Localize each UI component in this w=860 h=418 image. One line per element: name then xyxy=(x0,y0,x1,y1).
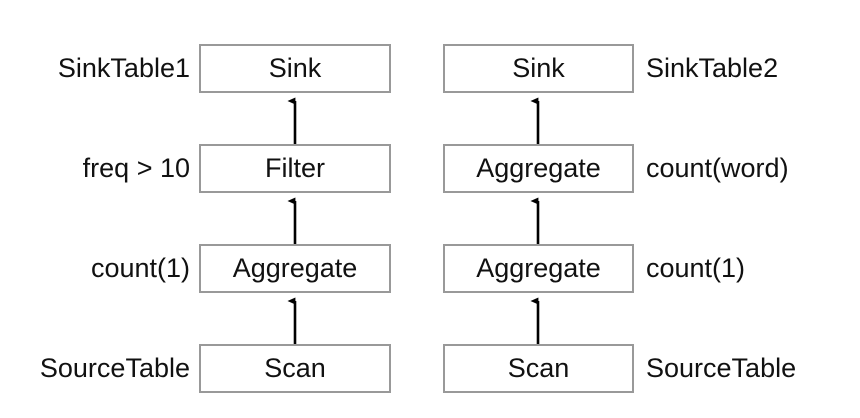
node-right-aggregate-count-label: Aggregate xyxy=(476,253,601,283)
node-right-aggregate-word[interactable]: Aggregate xyxy=(443,144,634,193)
annotation-right-aggregate-count-text: count(1) xyxy=(646,253,746,283)
node-left-scan[interactable]: Scan xyxy=(199,344,391,393)
node-left-scan-label: Scan xyxy=(264,353,326,383)
annotation-left-sink-text: SinkTable1 xyxy=(57,53,190,83)
annotation-left-aggregate: count(1) xyxy=(20,244,190,293)
node-left-aggregate-label: Aggregate xyxy=(232,253,358,283)
annotation-right-aggregate-word: count(word) xyxy=(646,144,852,193)
node-left-filter-label: Filter xyxy=(265,153,325,183)
annotation-right-scan: SourceTable xyxy=(646,344,852,393)
annotation-left-sink: SinkTable1 xyxy=(20,44,190,93)
annotation-left-filter: freq > 10 xyxy=(20,144,190,193)
node-right-sink[interactable]: Sink xyxy=(443,44,634,93)
node-left-filter[interactable]: Filter xyxy=(199,144,391,193)
annotation-left-scan-text: SourceTable xyxy=(39,353,190,383)
annotation-right-sink-text: SinkTable2 xyxy=(646,53,779,83)
annotation-left-aggregate-text: count(1) xyxy=(90,253,190,283)
annotation-left-filter-text: freq > 10 xyxy=(82,153,190,183)
node-right-sink-label: Sink xyxy=(512,53,565,83)
node-right-aggregate-word-label: Aggregate xyxy=(476,153,601,183)
annotation-right-scan-text: SourceTable xyxy=(646,353,797,383)
node-right-scan-label: Scan xyxy=(507,353,570,383)
annotation-left-scan: SourceTable xyxy=(8,344,190,393)
annotation-right-sink: SinkTable2 xyxy=(646,44,852,93)
node-right-aggregate-count[interactable]: Aggregate xyxy=(443,244,634,293)
node-left-sink[interactable]: Sink xyxy=(199,44,391,93)
node-right-scan[interactable]: Scan xyxy=(443,344,634,393)
node-left-aggregate[interactable]: Aggregate xyxy=(199,244,391,293)
annotation-right-aggregate-word-text: count(word) xyxy=(646,153,789,183)
node-left-sink-label: Sink xyxy=(268,53,322,83)
annotation-right-aggregate-count: count(1) xyxy=(646,244,852,293)
